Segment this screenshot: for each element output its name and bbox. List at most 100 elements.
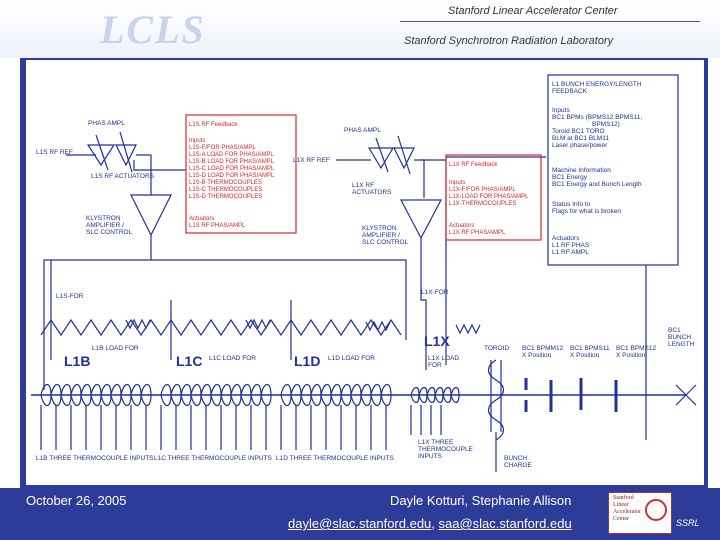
- cavities-l1d: [280, 383, 392, 407]
- l1c-tc-label: L1C THREE THERMOCOUPLE INPUTS: [154, 455, 273, 462]
- ampl-arrow-2: [397, 135, 411, 175]
- seal-text: Stanford Linear Accelerator Center: [613, 495, 641, 523]
- tc-arrows-l1b: [40, 405, 147, 450]
- footer-date: October 26, 2005: [26, 493, 127, 508]
- bunch-fb-act-0: Actuators: [552, 235, 580, 242]
- section-l1b-label: L1B: [64, 353, 90, 369]
- bunch-charge-label-0: BUNCH: [504, 455, 527, 462]
- seal-line-1: Linear: [613, 502, 629, 508]
- rf-to-klystron-1: [136, 154, 152, 195]
- l1x-fb-line-2: L1X-LOAD FOR PHAS/AMPL: [449, 194, 529, 200]
- klystron-1-label-0: KLYSTRON: [86, 215, 121, 222]
- l1x-fb-title: L1X RF Feedback: [449, 162, 498, 168]
- section-l1d-label: L1D: [294, 353, 320, 369]
- seal-line-3: Center: [613, 516, 629, 522]
- attenuator-1: [115, 144, 137, 167]
- bc1-bpms11-label-0: BC1 BPMS11: [570, 345, 610, 352]
- cavities-l1b: [40, 383, 152, 407]
- toroid-coil: [487, 359, 505, 441]
- l1s-fb-line-2: L1S-A LOAD FOR PHAS/AMPL: [189, 152, 274, 158]
- bunch-length-monitor: [675, 384, 697, 406]
- load-l1x: [455, 323, 481, 335]
- l1s-fb-line-1: L1S-F/FOR PHAS/AMPL: [189, 145, 256, 151]
- waveguide-trunk-1: [43, 235, 152, 390]
- email-separator: ,: [431, 516, 439, 531]
- header-banner: LCLS Stanford Linear Accelerator Center …: [0, 0, 720, 58]
- l1x-tc-label-0: L1X THREE: [418, 439, 454, 446]
- waveguide-l1x: [420, 238, 427, 370]
- bunch-fb-title-0: L1 BUNCH ENERGY/LENGTH: [552, 81, 642, 88]
- bunch-fb-info-0: Machine Information: [552, 167, 611, 174]
- l1x-fb-act-1: L1X RF PHAS/AMPL: [449, 230, 506, 236]
- bunch-fb-info-2: BC1 Energy and Bunch Length: [552, 181, 642, 188]
- ssrl-caption: SSRL: [676, 518, 700, 528]
- tc-arrows-l1x: [410, 405, 442, 435]
- l1x-rf-actuators-label-0: L1X RF: [352, 182, 374, 189]
- org-line-2: Stanford Synchrotron Radiation Laborator…: [404, 35, 614, 47]
- l1x-fb-line-1: L1X-F/FOR PHAS/AMPL: [449, 187, 516, 193]
- l1s-fb-act-0: Actuators: [189, 216, 214, 222]
- bunch-fb-in-0: Inputs: [552, 107, 570, 114]
- phase-arrow-2: [375, 137, 389, 173]
- l1x-fb-line-3: L1X-THERMOCOUPLES: [449, 201, 516, 207]
- bunch-fb-status-0: Status Info to: [552, 201, 591, 208]
- l1c-load-for-label: L1C LOAD FOR: [209, 355, 256, 362]
- l1x-rf-ref-label: L1X RF REF: [293, 157, 330, 164]
- phas-ampl-label-2: PHAS AMPL: [344, 127, 381, 134]
- bunch-fb-info-1: BC1 Energy: [552, 174, 588, 181]
- l1s-rf-actuators-label: L1S RF ACTUATORS: [91, 173, 155, 180]
- email-link-saa[interactable]: saa@slac.stanford.edu: [438, 516, 572, 531]
- l1s-for-label: L1S-FOR: [56, 293, 84, 300]
- l1s-fb-line-6: L1S-B THERMOCOUPLES: [189, 180, 262, 186]
- toroid-label: TOROID: [484, 345, 509, 352]
- attenuator-2: [393, 147, 415, 170]
- section-l1x-label: L1X: [424, 333, 450, 349]
- bunch-fb-in-5: Laser phase/power: [552, 142, 608, 149]
- l1s-fb-line-3: L1S-B LOAD FOR PHAS/AMPL: [189, 159, 275, 165]
- header-divider: [400, 21, 700, 22]
- seal-line-0: Stanford: [613, 495, 634, 501]
- bunch-fb-act-2: L1 RF AMPL: [552, 249, 589, 256]
- lcls-logo: LCLS: [100, 7, 206, 52]
- l1s-fb-line-0: Inputs: [189, 138, 205, 144]
- footer-emails: dayle@slac.stanford.edu, saa@slac.stanfo…: [288, 516, 572, 531]
- phase-shifter-2: [367, 147, 395, 170]
- l1s-feedback-box: [185, 114, 297, 234]
- l1s-fb-line-4: L1S-C LOAD FOR PHAS/AMPL: [189, 166, 275, 172]
- l1x-tc-label-1: THERMOCOUPLE: [418, 446, 474, 453]
- l1x-fb-act-0: Actuators: [449, 223, 474, 229]
- rf-distribution-sawtooth: [40, 318, 402, 337]
- bunch-fb-title-1: FEEDBACK: [552, 88, 588, 95]
- bc1-bpms11-label-1: X Position: [570, 352, 600, 359]
- bunch-fb-status-1: Flags for what is broken: [552, 208, 621, 215]
- l1s-fb-act-1: L1S RF PHAS/AMPL: [189, 223, 246, 229]
- klystron-2-label-1: AMPLIFIER /: [362, 232, 400, 239]
- bc1-bpm12-label-0: BC1 BPMM12: [522, 345, 564, 352]
- l1x-load-for-label-1: FOR: [428, 362, 442, 369]
- l1s-rf-ref-label: L1S RF REF: [36, 149, 73, 156]
- l1s-fb-line-5: L1S-D LOAD FOR PHAS/AMPL: [189, 173, 275, 179]
- klystron-1-label-2: SLC CONTROL: [86, 229, 133, 236]
- bc1-bpms12-label-1: X Position: [616, 352, 646, 359]
- klystron-2-label-0: KLYSTRON: [362, 225, 397, 232]
- cavities-l1x: [410, 386, 460, 404]
- bunch-fb-in-2: BPMS12): [592, 121, 620, 128]
- email-link-dayle[interactable]: dayle@slac.stanford.edu: [288, 516, 432, 531]
- l1x-load-for-label-0: L1X LOAD: [428, 355, 459, 362]
- section-l1c-label: L1C: [176, 353, 202, 369]
- feedback-diagram: L1S RF Feedback Inputs L1S-F/FOR PHAS/AM…: [26, 60, 704, 485]
- l1x-fb-line-0: Inputs: [449, 180, 465, 186]
- seal-line-2: Accelerator: [613, 509, 641, 515]
- bunch-fb-in-4: BLM at BC1 BLM11: [552, 135, 609, 142]
- ampl-arrow-1: [119, 131, 133, 173]
- slac-seal-logo: Stanford Linear Accelerator Center: [608, 492, 672, 534]
- bunch-fb-in-1: BC1 BPMs (BPMS12 BPMS11,: [552, 114, 642, 121]
- tc-arrows-l1c: [160, 405, 267, 450]
- phas-ampl-label-1: PHAS AMPL: [88, 120, 125, 127]
- bunch-fb-act-1: L1 RF PHAS: [552, 242, 590, 249]
- l1b-load-for-label: L1B LOAD FOR: [92, 345, 139, 352]
- klystron-2-label-2: SLC CONTROL: [362, 239, 409, 246]
- bc1-bunch-length-label-2: LENGTH: [668, 341, 695, 348]
- klystron-1-label-1: AMPLIFIER /: [86, 222, 124, 229]
- cavities-l1c: [160, 383, 272, 407]
